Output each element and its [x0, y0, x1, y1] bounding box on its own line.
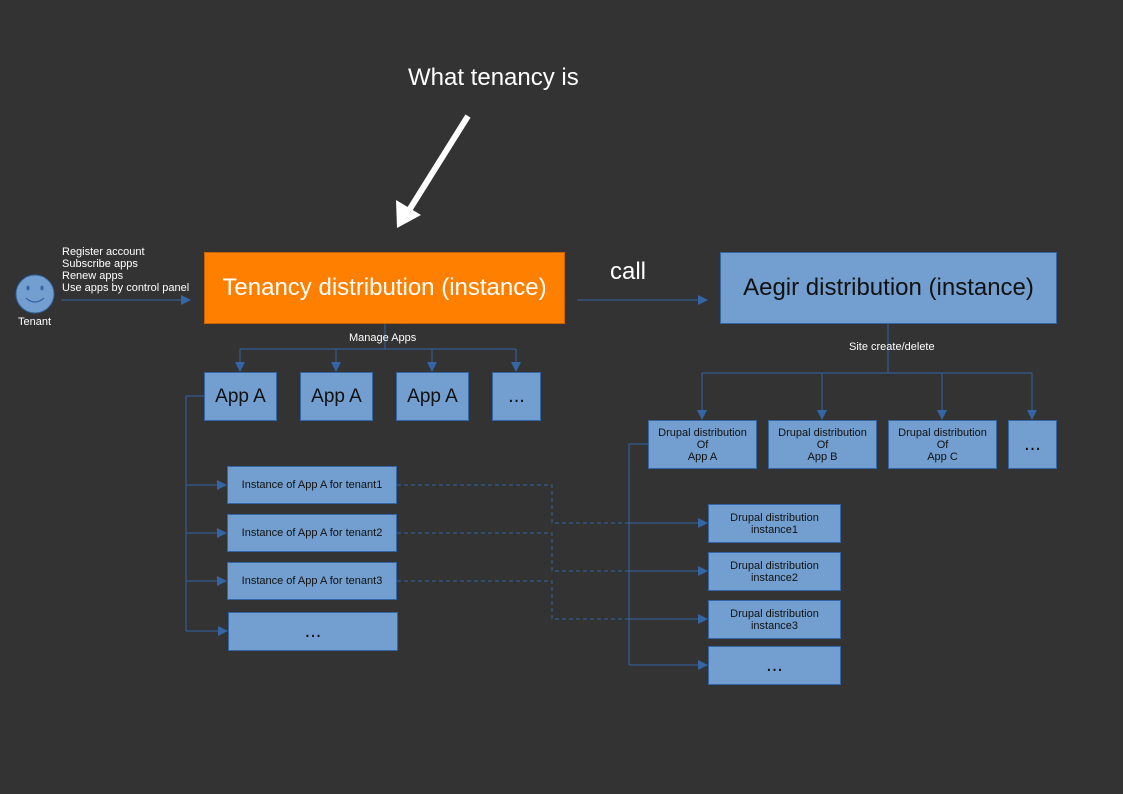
drupal-instance-box-more: ... — [708, 646, 841, 685]
tenant-instance-box-2: Instance of App A for tenant2 — [227, 514, 397, 552]
app-box-2: App A — [300, 372, 373, 421]
tenant-instance-box-more: ... — [228, 612, 398, 651]
call-label: call — [610, 258, 647, 285]
drupal-trunk — [628, 443, 648, 665]
drupal-distribution-box-b: Drupal distribution Of App B — [768, 420, 877, 469]
drupal-instance-box-3: Drupal distribution instance3 — [708, 600, 841, 639]
drupal-distribution-box-more: ... — [1008, 420, 1057, 469]
tenant-action-use: Use apps by control panel — [62, 282, 190, 294]
tenant-action-renew: Renew apps — [62, 270, 124, 282]
instance-trunk — [185, 395, 204, 631]
tenant-action-register: Register account — [62, 246, 145, 258]
tenant-label: Tenant — [18, 316, 52, 328]
manage-apps-label: Manage Apps — [349, 332, 417, 344]
app-box-more: ... — [492, 372, 541, 421]
drupal-instance-box-2: Drupal distribution instance2 — [708, 552, 841, 591]
drupal-distribution-box-c: Drupal distribution Of App C — [888, 420, 997, 469]
aegir-distribution-box: Aegir distribution (instance) — [720, 252, 1057, 324]
tenant-smiley-icon — [15, 274, 55, 314]
page-title: What tenancy is — [408, 64, 579, 91]
dashed-link-2 — [397, 532, 629, 572]
drupal-instance-box-1: Drupal distribution instance1 — [708, 504, 841, 543]
drupal-distribution-box-a: Drupal distribution Of App A — [648, 420, 757, 469]
tenancy-distribution-box: Tenancy distribution (instance) — [204, 252, 565, 324]
app-box-1: App A — [204, 372, 277, 421]
dashed-link-3 — [397, 580, 629, 620]
site-create-delete-label: Site create/delete — [849, 341, 935, 353]
tenant-instance-box-1: Instance of App A for tenant1 — [227, 466, 397, 504]
tenant-instance-box-3: Instance of App A for tenant3 — [227, 562, 397, 600]
pointer-arrow — [396, 114, 471, 228]
app-box-3: App A — [396, 372, 469, 421]
tenant-action-subscribe: Subscribe apps — [62, 258, 138, 270]
dashed-link-1 — [397, 484, 629, 524]
